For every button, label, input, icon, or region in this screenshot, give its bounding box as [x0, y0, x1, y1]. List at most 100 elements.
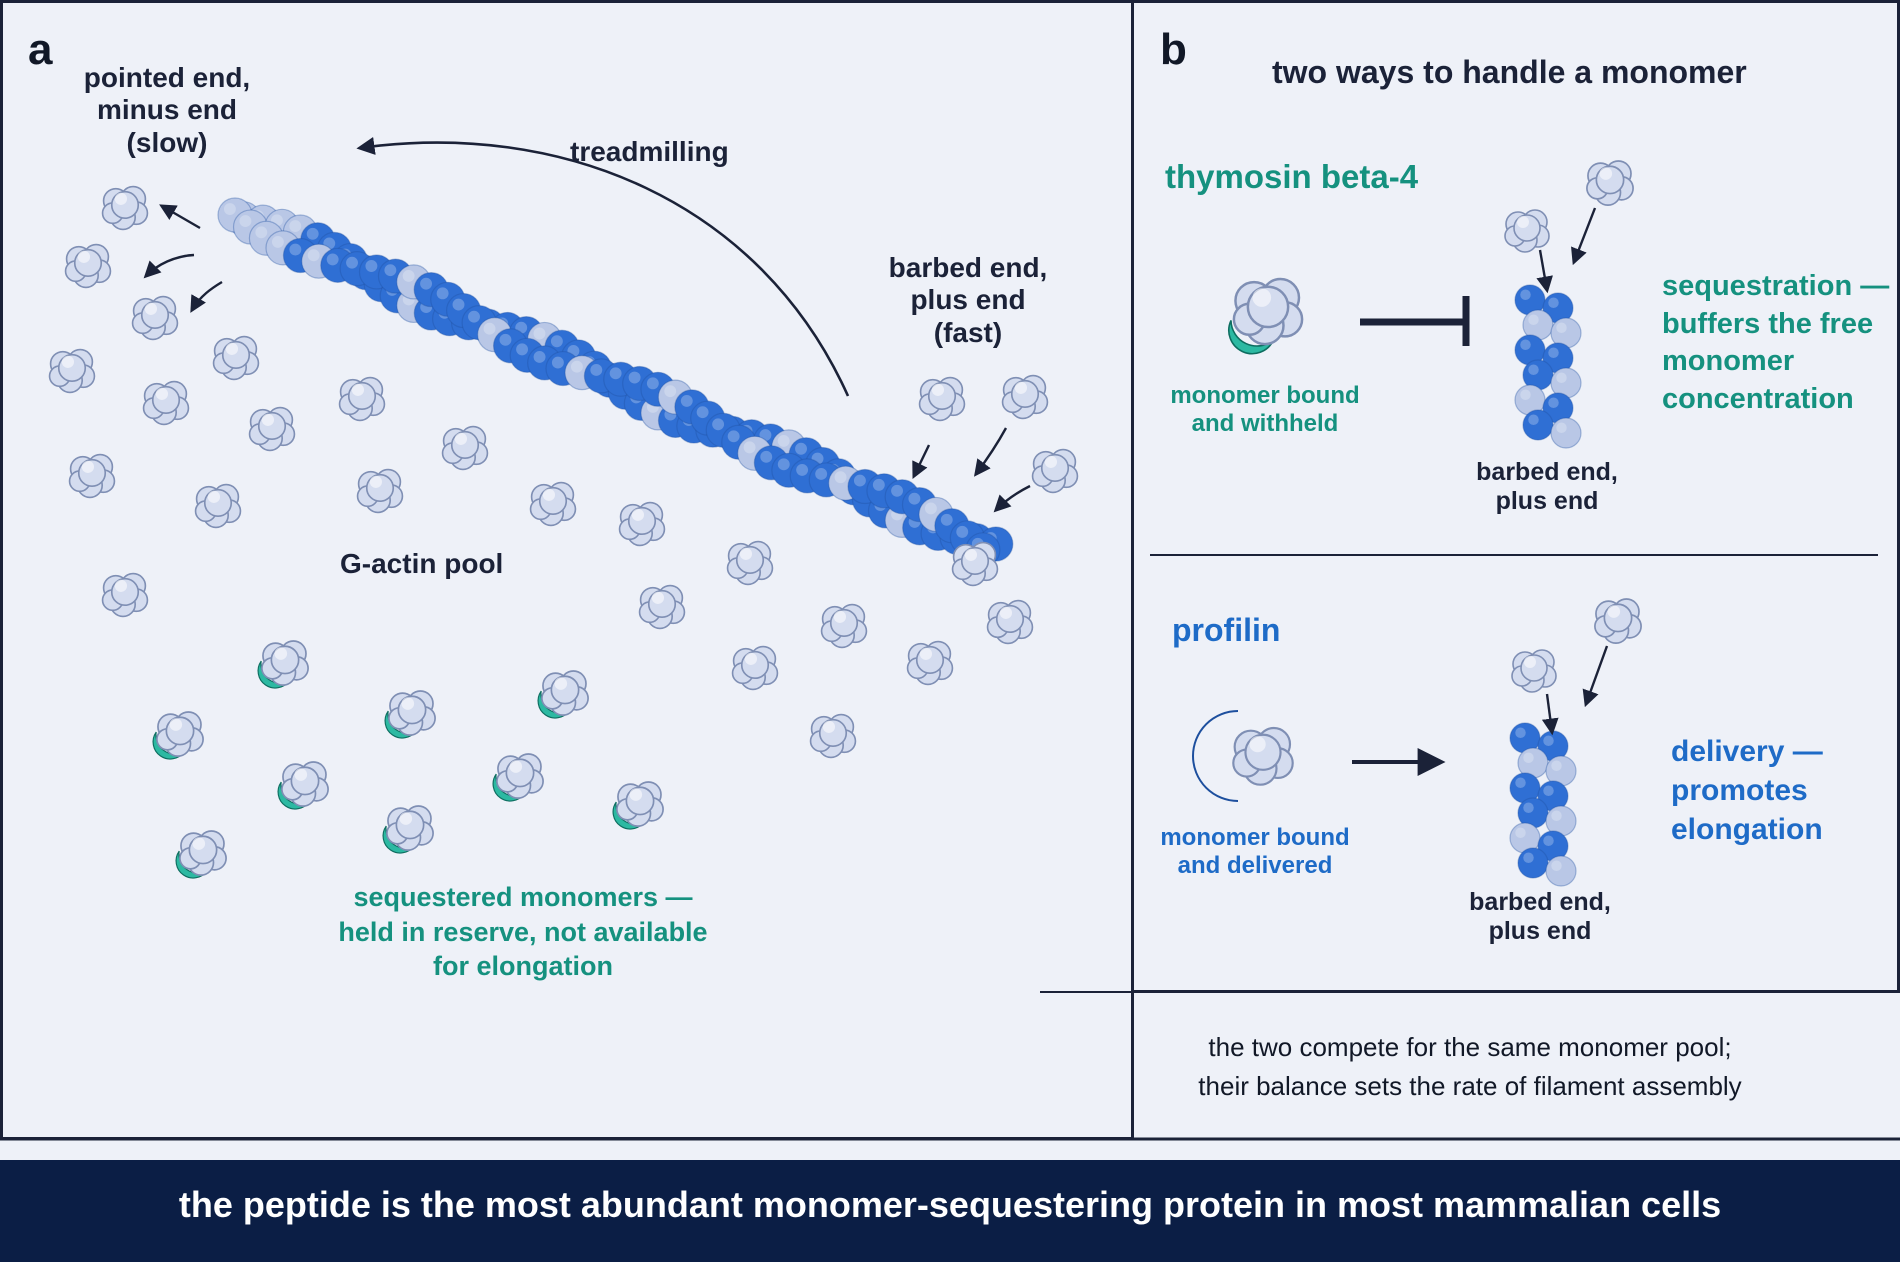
subunit-highlight	[1523, 802, 1534, 813]
g-actin-monomer	[356, 468, 404, 514]
monomer-highlight	[919, 647, 933, 660]
sequestered-line: for elongation	[433, 951, 613, 982]
g-actin-monomer	[386, 805, 434, 851]
subunit-highlight	[468, 310, 480, 323]
addition-arrow	[1571, 207, 1597, 266]
pointed-end-line: pointed end,	[83, 62, 251, 93]
effect-line: promotes	[1671, 774, 1808, 807]
subunit-highlight	[483, 322, 496, 335]
subunit-highlight	[239, 215, 252, 228]
sequestered-monomers-label: sequestered monomers — held in reserve, …	[318, 880, 728, 984]
subunit-highlight	[1551, 860, 1562, 871]
barbed-end-label: barbed end, plus end (fast)	[868, 252, 1068, 349]
subunit-highlight	[1551, 760, 1562, 771]
subunit-highlight	[1543, 785, 1554, 796]
caption-line: plus end	[1488, 917, 1592, 945]
monomer-highlight	[629, 788, 643, 801]
subunit-highlight	[384, 264, 397, 277]
g-actin-monomer	[101, 185, 149, 231]
barbed-end-line: (fast)	[933, 316, 1003, 348]
g-actin-monomer	[156, 711, 204, 757]
profilin-complex	[1192, 598, 1642, 802]
monomer-highlight	[744, 652, 758, 665]
g-actin-monomer	[131, 295, 179, 341]
g-actin-monomer	[48, 348, 96, 394]
subunit-highlight	[777, 458, 790, 471]
subunit-highlight	[1548, 397, 1559, 408]
effect-line: elongation	[1671, 813, 1823, 846]
addition-arrow	[1541, 693, 1559, 736]
g-actin-monomer	[1504, 209, 1550, 253]
g-actin-monomer	[616, 781, 664, 827]
effect-line: concentration	[1662, 383, 1854, 416]
subunit-highlight	[1523, 752, 1534, 763]
monomer-highlight	[369, 475, 383, 488]
subunit-highlight	[727, 430, 740, 443]
profilin-end-caption: barbed end, plus end	[1440, 888, 1640, 946]
monomer-highlight	[81, 460, 95, 473]
binding-protein	[1228, 320, 1275, 355]
panel-b-title: two ways to handle a monomer	[1272, 54, 1747, 90]
effect-line: sequestration —	[1662, 270, 1890, 302]
pointed-end-line: (slow)	[126, 126, 208, 158]
subunit-highlight	[550, 335, 563, 348]
g-actin-monomer	[726, 540, 774, 586]
g-actin-monomer	[820, 603, 868, 649]
subunit-highlight	[1548, 297, 1559, 308]
subunit-highlight	[1548, 347, 1559, 358]
actin-subunit	[1522, 409, 1554, 441]
profilin-monomer-caption: monomer bound and delivered	[1140, 824, 1370, 880]
caption-line: barbed end,	[1469, 888, 1611, 916]
subunit-highlight	[289, 220, 302, 233]
g-actin-monomer	[1232, 277, 1304, 346]
subunit-highlight	[365, 260, 378, 272]
subunit-highlight	[1556, 372, 1567, 383]
effect-line: buffers the free	[1662, 307, 1874, 340]
g-actin-pool-label: G-actin pool	[340, 548, 504, 579]
profilin-shape	[1192, 710, 1239, 802]
thymosin-name: thymosin beta-4	[1165, 158, 1419, 195]
subunit-highlight	[1520, 289, 1531, 300]
subunit-highlight	[924, 502, 937, 515]
thymosin-end-caption: barbed end, plus end	[1447, 458, 1647, 516]
subunit-highlight	[696, 406, 709, 419]
panel-b-letter: b	[1160, 25, 1187, 74]
subunit-highlight	[306, 227, 319, 240]
monomer-highlight	[1249, 736, 1266, 753]
g-actin-monomer	[951, 541, 999, 587]
subunit-highlight	[533, 351, 546, 363]
subunit-highlight	[956, 525, 969, 538]
subunit-highlight	[1551, 810, 1562, 821]
subunit-highlight	[307, 249, 320, 262]
g-actin-monomer	[638, 584, 686, 630]
g-actin-monomer	[618, 501, 666, 547]
actin-subunit	[1517, 847, 1549, 879]
addition-arrow	[1582, 645, 1609, 708]
monomer-highlight	[351, 383, 365, 396]
subunit-highlight	[1543, 735, 1554, 746]
g-actin-monomer	[986, 599, 1034, 645]
effect-line: monomer	[1662, 345, 1795, 378]
arrival-arrow	[993, 484, 1031, 513]
subunit-highlight	[796, 463, 809, 476]
monomer-highlight	[207, 490, 221, 503]
g-actin-monomer	[179, 830, 227, 876]
g-actin-monomer	[194, 483, 242, 529]
g-actin-monomer	[809, 713, 857, 759]
departure-arrow	[190, 280, 223, 313]
monomer-highlight	[144, 302, 158, 315]
subunit-highlight	[834, 471, 847, 484]
g-actin-monomer	[1001, 374, 1049, 420]
subunit-highlight	[1556, 322, 1567, 333]
monomer-highlight	[1607, 605, 1621, 618]
monomer-highlight	[77, 250, 91, 263]
monomer-highlight	[739, 547, 753, 560]
subunit-highlight	[609, 367, 622, 380]
subunit-highlight	[1520, 339, 1531, 350]
sequestered-line: sequestered monomers —	[353, 882, 693, 912]
g-actin-monomer	[64, 243, 112, 289]
caption-banner-text: the peptide is the most abundant monomer…	[178, 1184, 1722, 1225]
actin-subunit	[1545, 855, 1577, 887]
subunit-highlight	[289, 243, 302, 256]
